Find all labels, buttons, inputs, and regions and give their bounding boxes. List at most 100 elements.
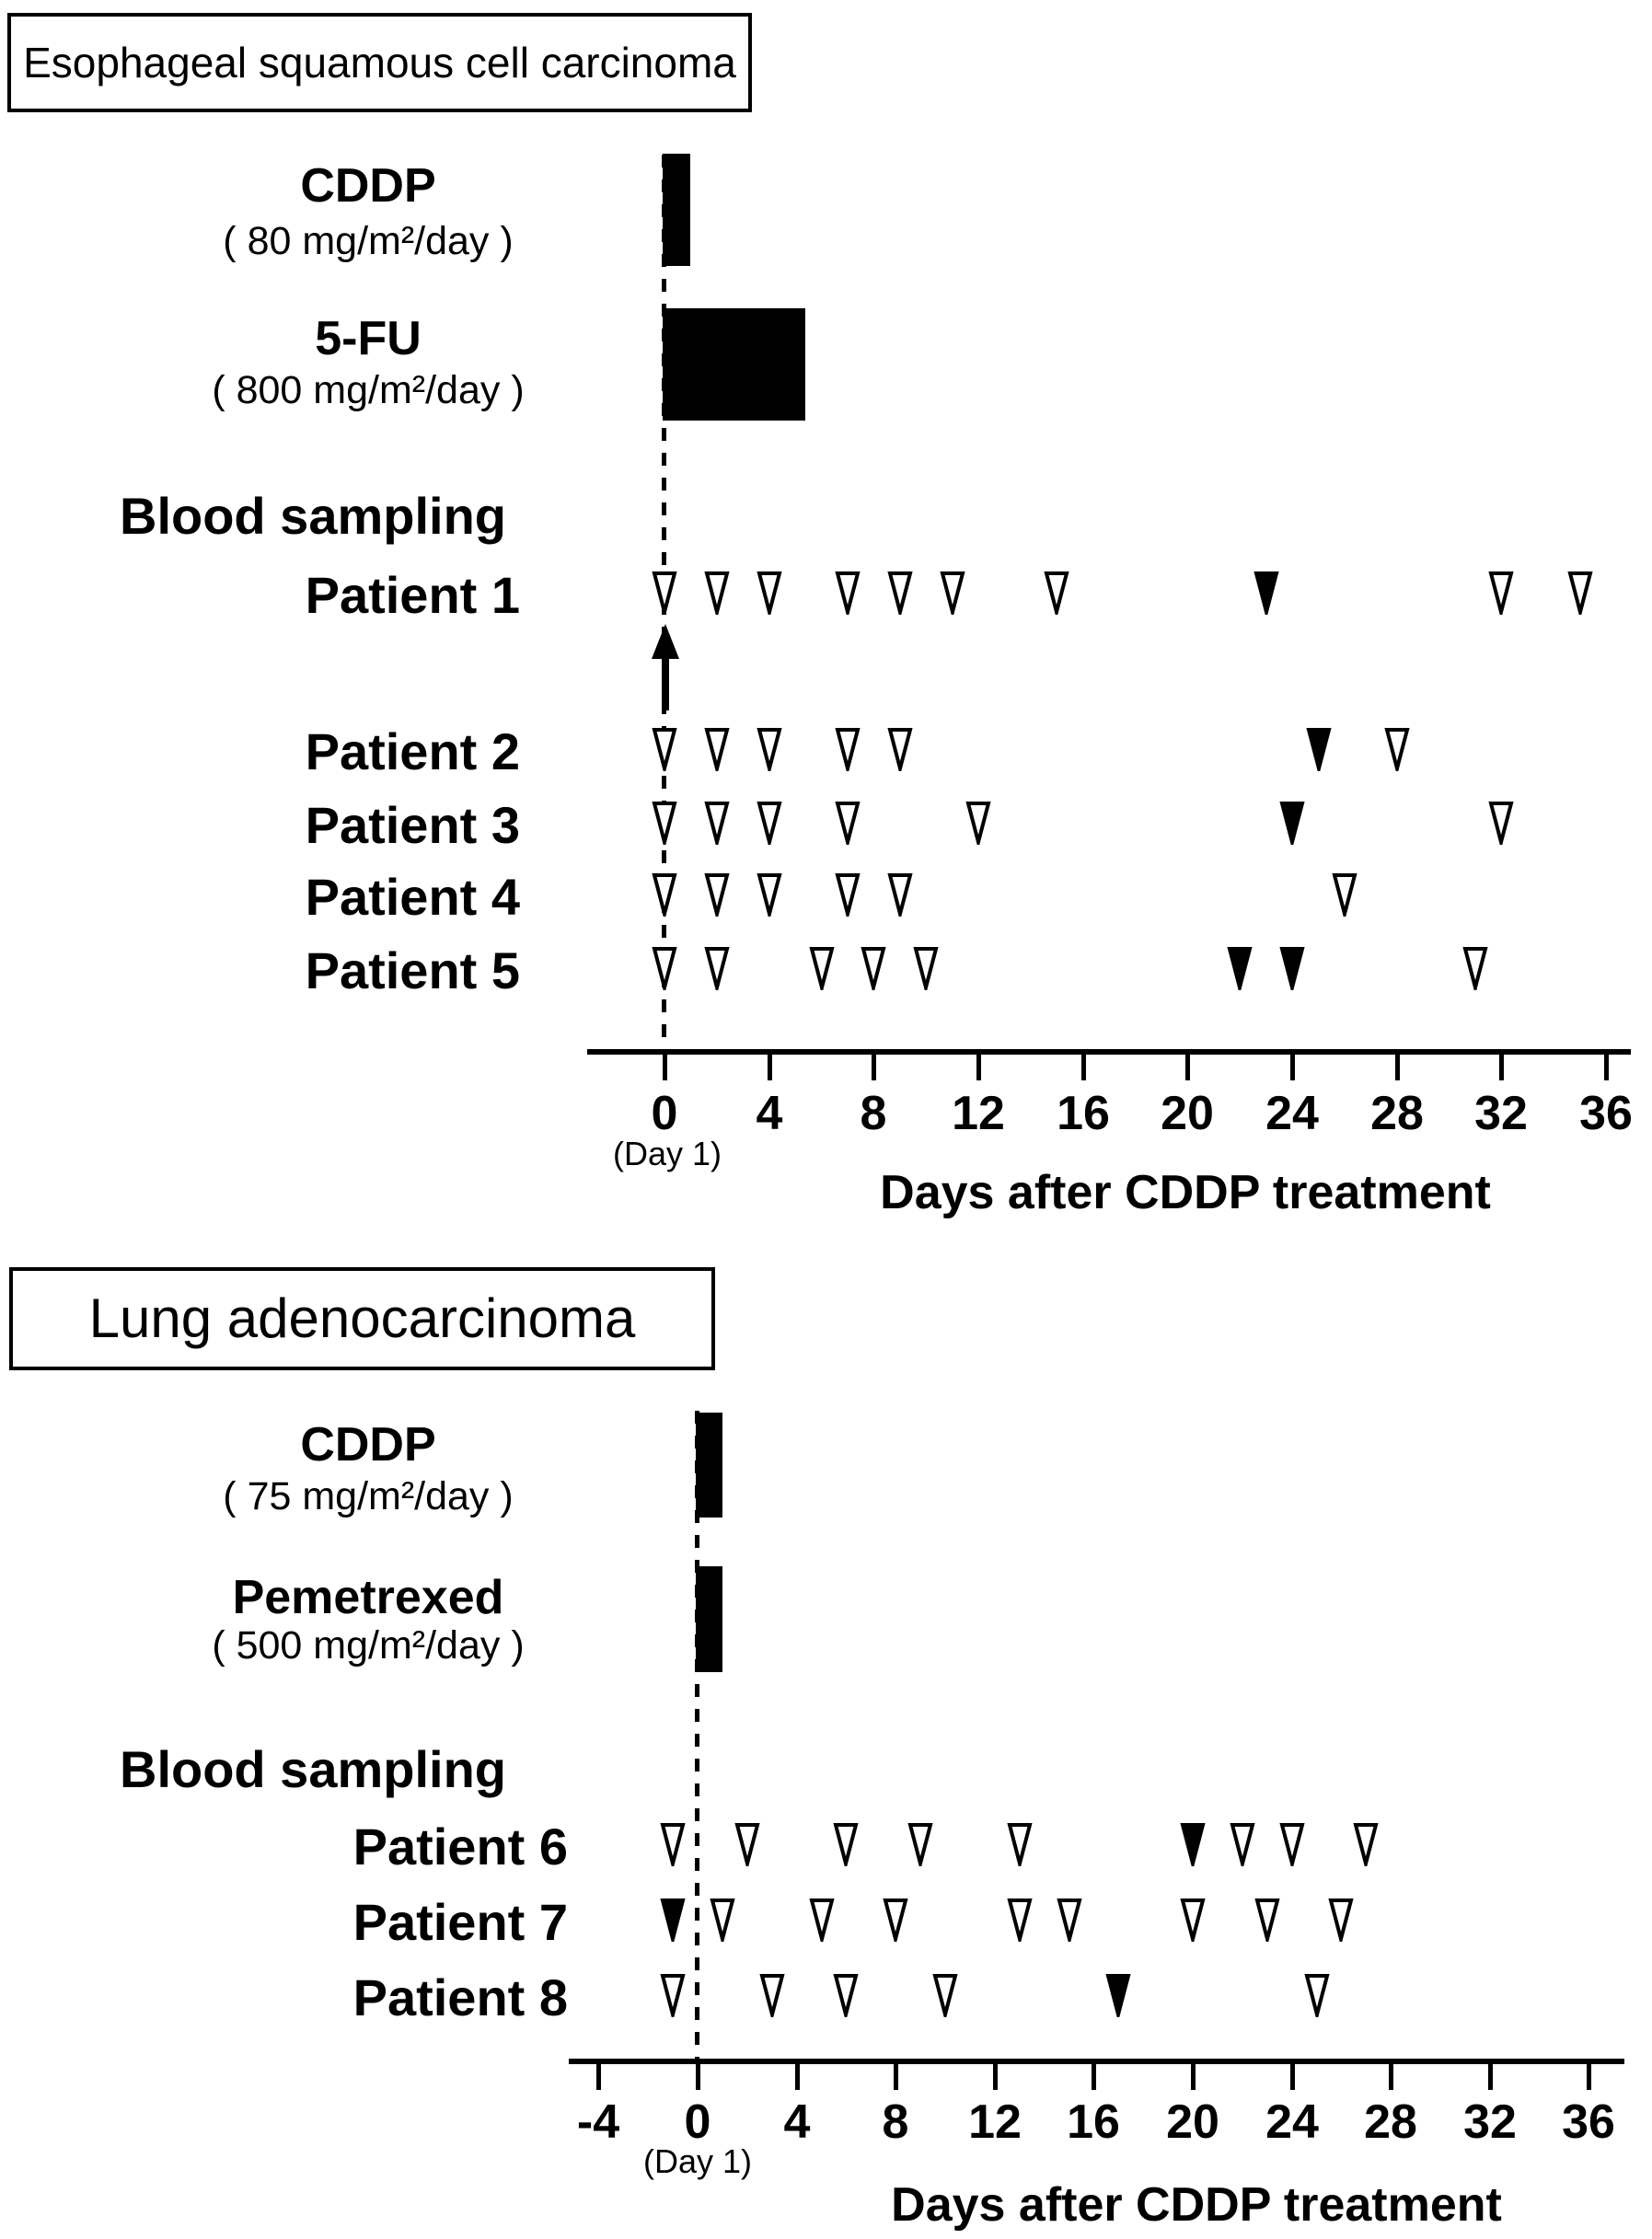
- drug-name-cddp-esophageal: CDDP: [300, 159, 436, 213]
- blood-sample-marker-open: [704, 947, 730, 990]
- patient-label: Patient 6: [352, 1818, 568, 1875]
- axis-tick-label: -4: [576, 2095, 620, 2149]
- axis-tick: [1081, 1049, 1086, 1080]
- blood-sample-marker-open: [652, 571, 677, 615]
- blood-sample-marker-open: [1254, 1899, 1280, 1942]
- blood-sample-marker-open: [1044, 571, 1069, 615]
- blood-sample-marker-open: [757, 728, 782, 771]
- axis-tick: [894, 2059, 898, 2090]
- panel-title-lung: Lung adenocarcinoma: [9, 1267, 715, 1370]
- blood-sample-marker-open: [660, 1974, 686, 2017]
- patient-label: Patient 5: [305, 941, 520, 999]
- axis-tick-label: 8: [882, 2095, 909, 2149]
- blood-sample-marker-open: [1180, 1899, 1206, 1942]
- axis-tick: [1290, 2059, 1295, 2090]
- day-one-note-lung: (Day 1): [642, 2142, 753, 2180]
- axis-tick: [976, 1049, 981, 1080]
- blood-sampling-label-esophageal: Blood sampling: [120, 487, 506, 545]
- blood-sample-marker-open: [652, 947, 677, 990]
- blood-sample-marker-open: [932, 1974, 958, 2017]
- x-axis-lung: [569, 2059, 1624, 2064]
- axis-tick-label: 36: [1562, 2095, 1615, 2149]
- drug-dose-cddp-esophageal: ( 80 mg/m²/day ): [223, 219, 514, 263]
- blood-sample-marker-open: [1332, 873, 1357, 917]
- blood-sample-marker-open: [1353, 1823, 1379, 1866]
- patient-label: Patient 4: [305, 868, 520, 926]
- blood-sample-marker-open: [1488, 802, 1514, 845]
- blood-sample-marker-open: [652, 728, 677, 771]
- axis-tick-label: 32: [1463, 2095, 1517, 2149]
- cddp-treatment-bar-lung: [696, 1413, 722, 1518]
- axis-tick: [795, 2059, 800, 2090]
- axis-tick-label: 16: [1067, 2095, 1120, 2149]
- blood-sample-marker-open: [835, 728, 861, 771]
- blood-sample-marker-open: [660, 1823, 686, 1866]
- blood-sample-marker-open: [704, 873, 730, 917]
- patient-label: Patient 7: [352, 1893, 568, 1951]
- blood-sample-marker-open: [887, 571, 913, 615]
- x-axis-esophageal: [587, 1049, 1631, 1055]
- cddp-treatment-bar-esophageal: [663, 154, 690, 266]
- blood-sample-marker-open: [887, 728, 913, 771]
- blood-sample-marker-filled: [1180, 1823, 1206, 1866]
- blood-sample-marker-open: [652, 802, 677, 845]
- blood-sample-marker-open: [734, 1823, 760, 1866]
- blood-sample-marker-open: [757, 571, 782, 615]
- blood-sample-marker-open: [1488, 571, 1514, 615]
- axis-tick: [1191, 2059, 1196, 2090]
- blood-sample-marker-open: [652, 873, 677, 917]
- axis-tick-label: 12: [968, 2095, 1022, 2149]
- axis-tick: [1604, 1049, 1609, 1080]
- axis-tick-label: 28: [1370, 1087, 1424, 1140]
- blood-sample-marker-open: [833, 1974, 859, 2017]
- blood-sample-marker-open: [1279, 1823, 1305, 1866]
- blood-sample-marker-filled: [1253, 571, 1279, 615]
- axis-tick: [663, 1049, 667, 1080]
- axis-tick: [1488, 2059, 1493, 2090]
- blood-sample-marker-open: [1304, 1974, 1330, 2017]
- axis-tick-label: 20: [1166, 2095, 1219, 2149]
- axis-tick-label: 8: [860, 1087, 887, 1140]
- axis-tick: [993, 2059, 998, 2090]
- blood-sample-marker-filled: [660, 1899, 686, 1942]
- blood-sample-marker-open: [1567, 571, 1593, 615]
- blood-sample-marker-open: [835, 571, 861, 615]
- blood-sampling-label-lung: Blood sampling: [120, 1740, 506, 1798]
- axis-tick: [872, 1049, 876, 1080]
- blood-sample-marker-open: [1230, 1823, 1255, 1866]
- blood-sample-marker-open: [965, 802, 991, 845]
- blood-sample-marker-open: [1328, 1899, 1354, 1942]
- patient-label: Patient 1: [305, 566, 520, 624]
- drug-dose-5fu: ( 800 mg/m²/day ): [212, 368, 525, 412]
- axis-tick: [1092, 2059, 1096, 2090]
- axis-tick: [1499, 1049, 1504, 1080]
- blood-sample-marker-open: [710, 1899, 735, 1942]
- axis-tick: [768, 1049, 772, 1080]
- blood-sample-marker-open: [809, 1899, 835, 1942]
- axis-tick-label: 0: [651, 1087, 678, 1140]
- axis-tick-label: 24: [1265, 2095, 1319, 2149]
- blood-sample-marker-open: [835, 802, 861, 845]
- blood-sample-marker-filled: [1279, 802, 1305, 845]
- x-axis-label-lung: Days after CDDP treatment: [891, 2178, 1502, 2232]
- blood-sample-marker-open: [1007, 1899, 1033, 1942]
- drug-dose-cddp-lung: ( 75 mg/m²/day ): [223, 1474, 514, 1518]
- axis-tick: [1185, 1049, 1190, 1080]
- axis-tick-label: 36: [1579, 1087, 1633, 1140]
- day-one-note-esophageal: (Day 1): [612, 1135, 722, 1172]
- blood-sample-marker-open: [704, 571, 730, 615]
- blood-sample-marker-filled: [1105, 1974, 1131, 2017]
- drug-dose-pemetrexed: ( 500 mg/m²/day ): [212, 1623, 525, 1668]
- x-axis-label-esophageal: Days after CDDP treatment: [880, 1166, 1491, 1219]
- axis-tick-label: 32: [1474, 1087, 1528, 1140]
- blood-sample-marker-open: [757, 802, 782, 845]
- drug-name-cddp-lung: CDDP: [300, 1418, 436, 1472]
- blood-sample-marker-open: [833, 1823, 859, 1866]
- axis-tick: [1389, 2059, 1393, 2090]
- axis-tick-label: 4: [756, 1087, 783, 1140]
- treatment-start-arrow-icon: [652, 624, 679, 710]
- 5fu-treatment-bar: [663, 308, 805, 421]
- axis-tick: [1290, 1049, 1295, 1080]
- blood-sample-marker-open: [940, 571, 965, 615]
- axis-tick-label: 24: [1265, 1087, 1319, 1140]
